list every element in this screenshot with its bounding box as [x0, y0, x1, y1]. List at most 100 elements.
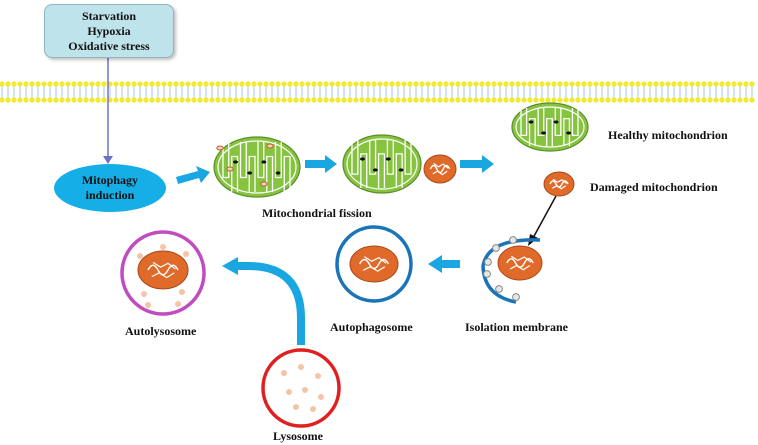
cell-membrane: [0, 81, 755, 103]
isolation-membrane: [481, 236, 541, 304]
lipid-head: [101, 97, 107, 103]
enzyme-dot: [183, 251, 189, 257]
enzyme-dot: [293, 404, 299, 410]
lipid-head: [389, 97, 395, 103]
lipid-head: [527, 81, 533, 87]
lipid-head: [179, 81, 185, 87]
lipid-head: [719, 81, 725, 87]
damaged-mitochondrion-autolysosome: [137, 250, 189, 290]
lipid-head: [203, 81, 209, 87]
lipid-head: [383, 97, 389, 103]
label-healthy-mitochondrion: Healthy mitochondrion: [608, 128, 728, 142]
lysosome: [261, 348, 341, 428]
induction-line-1: Mitophagy: [81, 173, 138, 187]
fission-protein: [226, 166, 234, 172]
autophagosome: [335, 225, 413, 303]
lipid-head: [395, 97, 401, 103]
label-lysosome: Lysosome: [273, 429, 324, 443]
mito-dna: [385, 157, 391, 161]
lipid-head: [563, 97, 569, 103]
lipid-head: [539, 81, 545, 87]
lipid-head: [119, 81, 125, 87]
mito-inner: [346, 138, 418, 190]
lipid-head: [89, 97, 95, 103]
lipid-head: [557, 81, 563, 87]
lipid-head: [293, 97, 299, 103]
lipid-head: [431, 81, 437, 87]
lipid-head: [611, 81, 617, 87]
vesicle: [484, 258, 492, 266]
lipid-head: [179, 97, 185, 103]
mito-inner: [217, 140, 297, 194]
lipid-head: [341, 81, 347, 87]
lipid-head: [101, 81, 107, 87]
lipid-head: [59, 81, 65, 87]
lipid-head: [401, 97, 407, 103]
lipid-head: [347, 81, 353, 87]
lipid-head: [365, 81, 371, 87]
lipid-head: [407, 97, 413, 103]
lipid-head: [425, 97, 431, 103]
lipid-head: [641, 97, 647, 103]
lipid-head: [35, 81, 41, 87]
crista: [377, 153, 386, 188]
mito-dna: [261, 160, 267, 164]
lipid-head: [545, 81, 551, 87]
lipid-head: [131, 81, 137, 87]
lipid-head: [29, 81, 35, 87]
lipid-head: [65, 97, 71, 103]
lipid-head: [353, 97, 359, 103]
lipid-head: [725, 81, 731, 87]
lipid-head: [41, 81, 47, 87]
lipid-head: [131, 97, 137, 103]
damaged-crista: [510, 255, 532, 263]
damaged-crista: [552, 178, 567, 184]
lipid-head: [431, 97, 437, 103]
lipid-head: [317, 97, 323, 103]
lipid-head: [197, 97, 203, 103]
crista: [404, 140, 412, 175]
lipid-head: [395, 81, 401, 87]
fission-protein: [266, 143, 274, 149]
damaged-outer: [137, 250, 189, 290]
mito-outer: [511, 102, 589, 152]
lipid-head: [677, 81, 683, 87]
lipid-head: [419, 81, 425, 87]
lipid-head: [245, 97, 251, 103]
lipid-head: [389, 81, 395, 87]
lipid-head: [743, 81, 749, 87]
mito-dna: [360, 157, 365, 161]
lipid-head: [233, 97, 239, 103]
lipid-head: [233, 81, 239, 87]
lipid-head: [323, 97, 329, 103]
lipid-head: [53, 81, 59, 87]
lipid-head: [581, 97, 587, 103]
lipid-head: [695, 97, 701, 103]
lipid-head: [311, 81, 317, 87]
enzyme-dot: [160, 244, 166, 250]
mito-dna: [233, 160, 238, 164]
mito-inner: [515, 106, 585, 148]
lipid-head: [515, 97, 521, 103]
lipid-head: [629, 97, 635, 103]
mito-dna: [528, 120, 534, 124]
lipid-head: [173, 97, 179, 103]
damaged-outer: [349, 245, 399, 283]
lipid-head: [155, 97, 161, 103]
lipid-head: [491, 97, 497, 103]
lipid-head: [77, 97, 83, 103]
lipid-head: [95, 81, 101, 87]
lipid-head: [353, 81, 359, 87]
lipid-head: [605, 97, 611, 103]
lipid-head: [125, 97, 131, 103]
lipid-head: [677, 97, 683, 103]
mito-dna: [541, 131, 547, 135]
lipid-head: [749, 97, 755, 103]
lipid-head: [275, 97, 281, 103]
vesicle: [492, 244, 500, 252]
lipid-head: [143, 97, 149, 103]
lipid-head: [521, 81, 527, 87]
lipid-head: [605, 81, 611, 87]
lipid-head: [569, 97, 575, 103]
